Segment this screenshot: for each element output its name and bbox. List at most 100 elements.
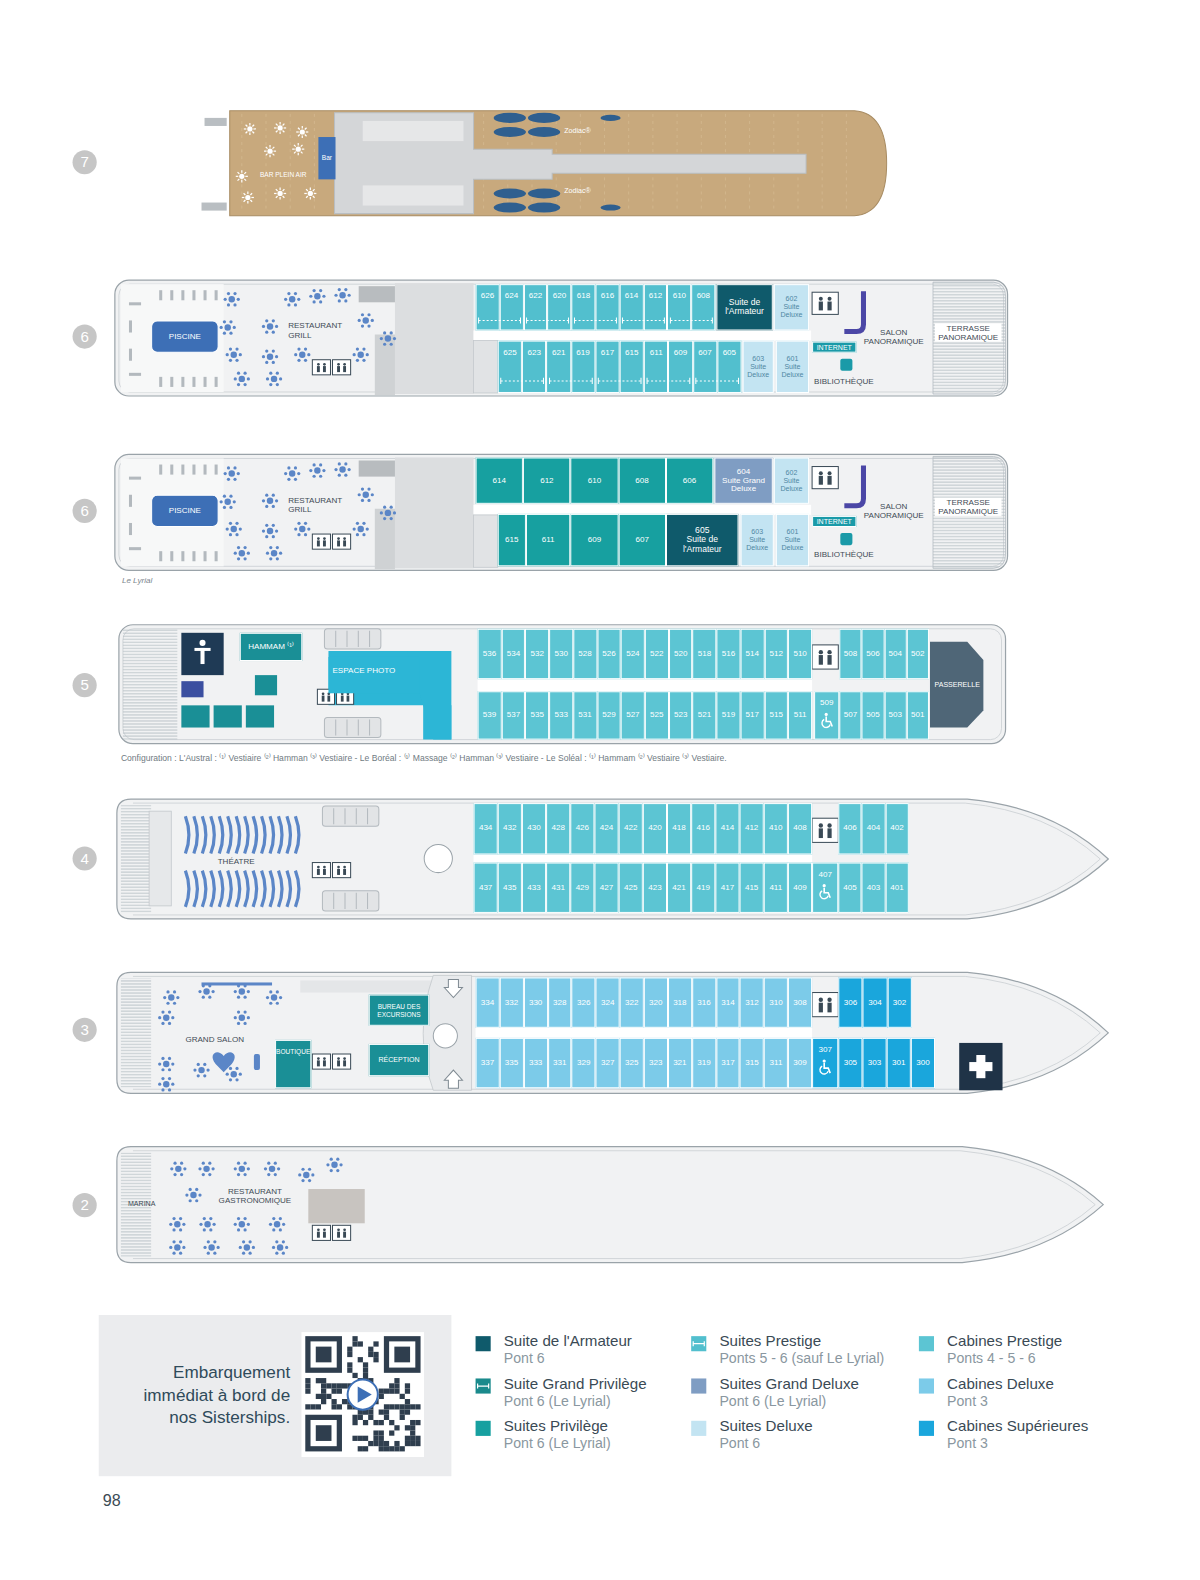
stair-hall [395, 283, 474, 394]
node-text: 532 [531, 650, 544, 659]
chair-icon [294, 303, 297, 306]
qr-module [316, 1394, 321, 1399]
suite-arrow [696, 380, 739, 381]
qr-module [379, 1394, 384, 1399]
node-text: 437 [479, 883, 492, 892]
cabin: 330 [524, 977, 548, 1027]
wheelchair-icon [823, 1059, 826, 1062]
qr-finder [389, 1341, 415, 1367]
chair-icon [304, 347, 307, 350]
node-text: 507 [844, 711, 857, 720]
chair-icon [173, 1173, 176, 1176]
node-text: 322 [625, 998, 638, 1007]
qr-module [352, 1420, 357, 1425]
qr-finder [305, 1336, 342, 1373]
qr-module [352, 1341, 357, 1346]
qr-module [389, 1383, 394, 1388]
node-text: 325 [625, 1059, 638, 1068]
chair-icon [235, 533, 238, 536]
chair-icon [393, 337, 396, 340]
table-icon [385, 510, 391, 516]
cabin: 520 [669, 629, 693, 679]
chair-icon [247, 990, 250, 993]
qr-module [368, 1441, 373, 1446]
chair-icon [229, 332, 232, 335]
chair-icon [272, 1217, 275, 1220]
toilet-figure [317, 869, 320, 875]
chair-icon [334, 294, 337, 297]
cabin: 610 [667, 284, 691, 330]
node-text: 407 [818, 871, 831, 880]
cabin: 612 [523, 457, 571, 503]
sunbed-icon [244, 200, 246, 202]
node-text: 331 [553, 1059, 566, 1068]
stair-outline [324, 717, 380, 737]
qr-module [331, 1404, 336, 1409]
sunbed-icon [274, 193, 277, 194]
qr-module [342, 1399, 347, 1404]
qr-module [347, 1368, 352, 1373]
qr-module [305, 1383, 310, 1388]
legend-swatch [476, 1421, 491, 1436]
chair-icon [265, 361, 268, 364]
chair-icon [371, 493, 374, 496]
deck-inner-line [133, 976, 1100, 1089]
toilet-figure [343, 537, 346, 540]
cabin: 328 [548, 977, 572, 1027]
cabin: 326 [572, 977, 596, 1027]
cabin: 521 [693, 691, 717, 739]
cabin: 300 [911, 1038, 935, 1088]
cabin: 605 [717, 341, 741, 393]
sunbed-icon [305, 134, 307, 136]
area-label: RESTAURANT GASTRONOMIQUE [210, 1187, 301, 1206]
qr-module [405, 1399, 410, 1404]
chair-icon [247, 1167, 250, 1170]
theatre-seat-row [295, 816, 299, 853]
node-text: 319 [697, 1059, 710, 1068]
node-text: 522 [650, 650, 663, 659]
cabin: 430 [522, 803, 546, 854]
chair-icon [371, 319, 374, 322]
sunbed-icon [238, 172, 240, 174]
node-text: 505 [866, 711, 879, 720]
toilet-figure [323, 537, 326, 540]
cabin: 411 [764, 863, 788, 913]
chair-icon [265, 535, 268, 538]
chair-icon [243, 1173, 246, 1176]
qr-finder [311, 1341, 337, 1367]
table-icon [224, 324, 230, 330]
chair-icon [224, 472, 227, 475]
qr-module [347, 1352, 352, 1357]
table-icon [357, 526, 363, 532]
chair-icon [279, 377, 282, 380]
cabin: 518 [693, 629, 717, 679]
stair-step [335, 719, 336, 735]
chair-icon [179, 1240, 182, 1243]
cabin: 417 [715, 863, 739, 913]
node-text: Suite de l'Armateur [667, 535, 738, 554]
chair-icon [189, 1199, 192, 1202]
area-label: Zodiac® [564, 187, 590, 195]
sofa-icon [254, 1054, 260, 1070]
chair-icon [297, 347, 300, 350]
sunbed-icon [305, 128, 307, 130]
qr-module [389, 1430, 394, 1435]
chair-icon [330, 1158, 333, 1161]
stair-step [356, 893, 357, 909]
node-text: 620 [553, 292, 566, 301]
node-text: 516 [722, 650, 735, 659]
deck-plank [822, 114, 823, 213]
node-text: 408 [793, 824, 806, 833]
sunbed [192, 290, 195, 300]
chair-icon [168, 1068, 171, 1071]
entrance-arrow [444, 1070, 462, 1088]
sunbed-icon [304, 193, 307, 194]
chair-icon [367, 487, 370, 490]
chair-icon [266, 552, 269, 555]
chair-icon [198, 1193, 201, 1196]
theatre-seat-row [287, 816, 291, 853]
qr-module [373, 1357, 378, 1362]
deck-inner-line [133, 803, 1100, 915]
table-icon [224, 499, 230, 505]
node-text: 626 [481, 292, 494, 301]
